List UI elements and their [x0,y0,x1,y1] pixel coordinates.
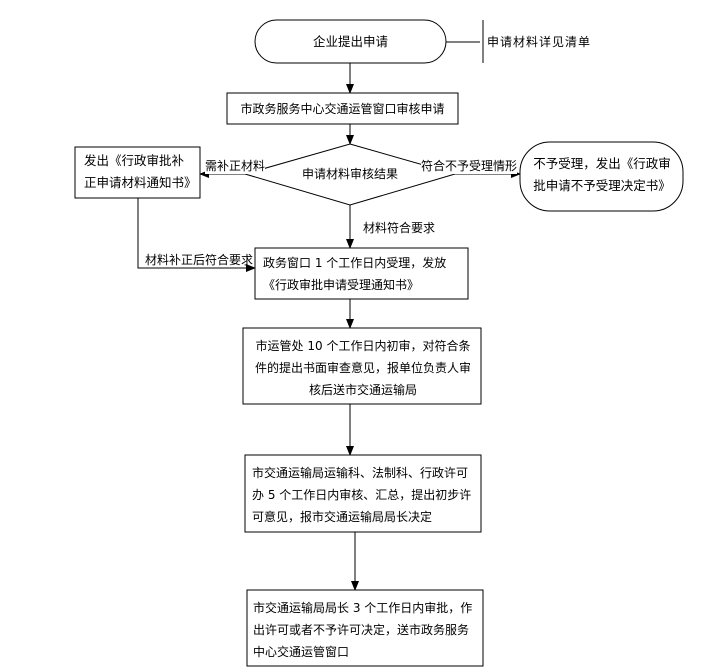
supplement-node-label: 发出《行政审批补正申请材料通知书》 [84,153,197,190]
arrow-supplement-loop [137,198,256,272]
bureau-review-node-label: 市交通运输局运输科、法制科、行政许可办 5 个工作日内审核、汇总，提出初步许可意… [252,466,472,524]
final-decision-node-label: 市交通运输局局长 3 个工作日内审批，作出许可或者不予许可决定，送市政务服务中心… [253,601,473,659]
reject-node-label: 不予受理，发出《行政审批申请不予受理决定书》 [533,156,671,193]
accept-node-shape [254,247,469,300]
edge-label-meets-requirements: 材料符合要求 [363,221,436,235]
decision-node-label: 申请材料审核结果 [301,167,398,181]
edge-label-need-supplement: 需补正材料 [205,158,266,174]
final-decision-node-shape [246,589,484,667]
review-node-label: 市政务服务中心交通运管窗口审核申请 [240,102,445,116]
accept-node-label: 政务窗口 1 个工作日内受理，发放《行政审批申请受理通知书》 [263,256,447,292]
requirements-note: 申请材料详见清单 [487,35,592,49]
review-node-shape [226,92,459,125]
initial-review-node-shape [242,327,482,405]
reject-node-shape [519,141,684,212]
initial-review-node-label: 市运管处 10 个工作日内初审，对符合条件的提出书面审查意见，报单位负责人审核后… [254,339,471,397]
supplement-node-shape [74,146,201,199]
edge-label-after-supplement: 材料补正后符合要求 [145,253,254,267]
start-node-label: 企业提出申请 [312,34,388,49]
bureau-review-node-shape [244,454,482,533]
edge-label-not-eligible: 符合不予受理情形 [421,158,518,174]
